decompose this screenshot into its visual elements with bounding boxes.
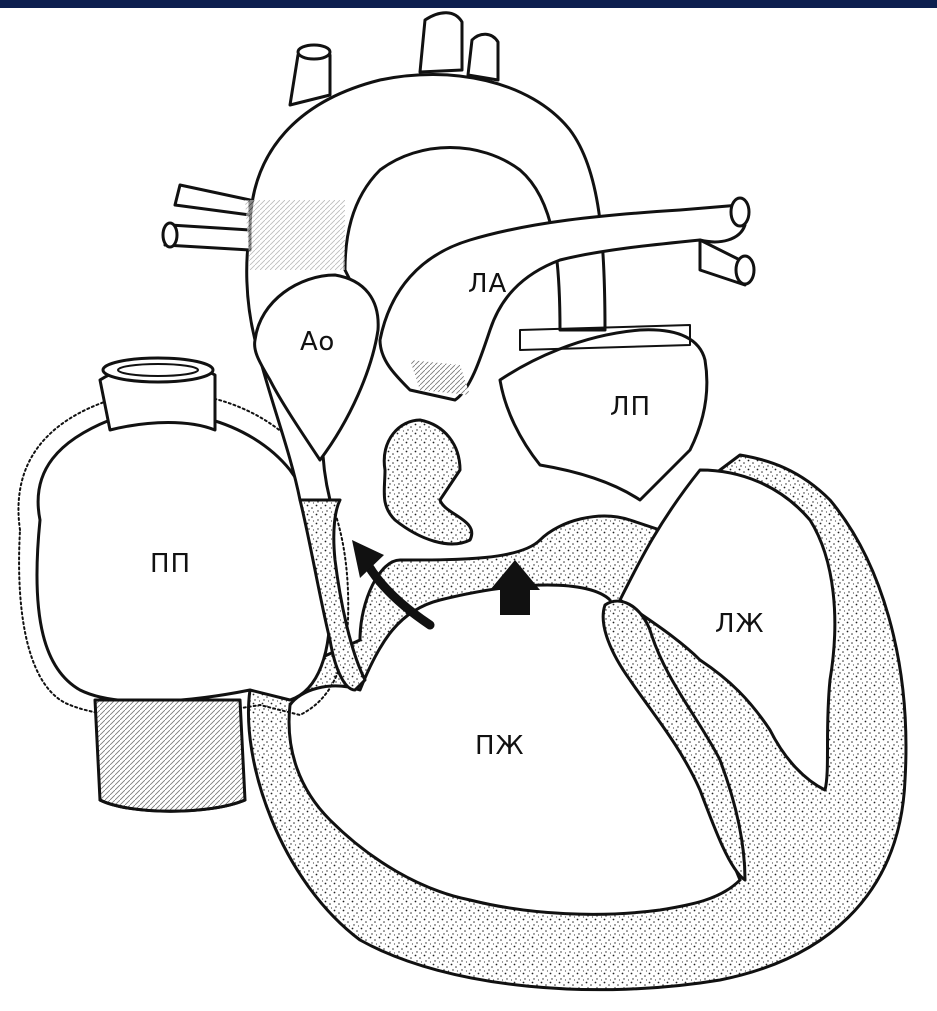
label-left-atrium: ЛП [610,392,651,422]
inferior-vena-cava [95,700,245,811]
label-right-atrium: ПП [150,549,191,579]
label-pulmonary-artery: ЛА [468,269,507,299]
aortic-branch-vessel [420,13,462,72]
aortic-branch-vessel [468,34,498,80]
label-aorta: Ao [300,327,335,357]
label-right-ventricle: ПЖ [475,731,525,761]
crista-supraventricularis [384,420,472,544]
aortic-root [255,275,379,460]
label-left-ventricle: ЛЖ [715,609,765,639]
left-atrium [500,330,707,500]
